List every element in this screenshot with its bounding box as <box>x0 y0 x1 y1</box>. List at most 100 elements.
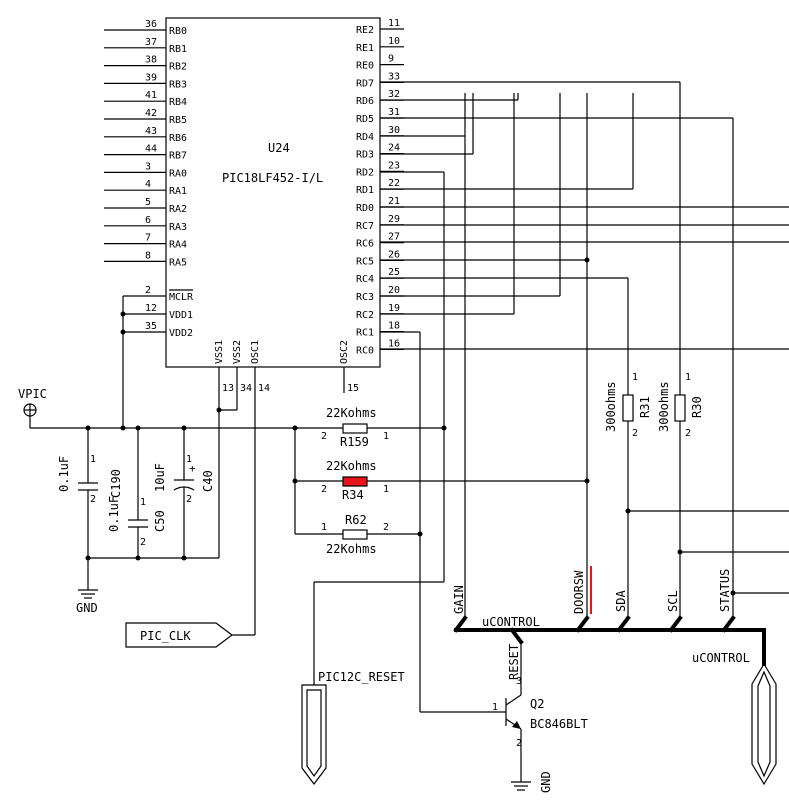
q2-pin-emitter: 2 <box>516 738 522 749</box>
r31-value: 300ohms <box>604 381 618 432</box>
c50-value: 0.1uF <box>107 496 121 532</box>
r62-pin-b: 2 <box>383 522 389 533</box>
pin-name-right: RC1 <box>356 328 374 339</box>
q2-pin-collector: 3 <box>516 676 522 687</box>
c50-pin-a: 1 <box>140 497 146 508</box>
pin-num-right: 11 <box>388 18 400 29</box>
resistor-r34: 22Kohms R34 2 1 <box>292 428 590 534</box>
pin-name-left: RB2 <box>169 62 187 73</box>
c40-ref: C40 <box>201 470 215 492</box>
pin-num-osc2: 15 <box>347 383 359 394</box>
pin-name-right: RD2 <box>356 167 374 178</box>
pin-num-right: 24 <box>388 143 400 154</box>
pin-num-vss1: 13 <box>222 383 234 394</box>
pin-name-left: RA3 <box>169 222 187 233</box>
r30-pin-a: 1 <box>685 372 691 383</box>
pin-name-right: RE1 <box>356 43 374 54</box>
pic12c-reset-port: PIC12C_RESET <box>301 670 405 785</box>
pin-name-left: RB6 <box>169 133 187 144</box>
signal-status: STATUS <box>718 569 732 612</box>
pin-name-left: RA2 <box>169 204 187 215</box>
pin-num-left: 39 <box>145 72 157 83</box>
pin-num-left: 5 <box>145 197 151 208</box>
ground-net: GND <box>76 555 219 615</box>
pin-num-left: 6 <box>145 215 151 226</box>
c190-ref: C190 <box>109 469 123 498</box>
signal-gain: GAIN <box>452 585 466 614</box>
pin-name-right: RD7 <box>356 78 374 89</box>
signal-doorsw: DOORSW <box>572 570 586 614</box>
pin-num-right: 29 <box>388 214 400 225</box>
pin-num-right: 32 <box>388 89 400 100</box>
ucontrol-bus: uCONTROL GAIN DOORSW SDA SCL STATUS RESE… <box>452 566 766 680</box>
r30-pin-b: 2 <box>685 428 691 439</box>
pin-name-left: RB7 <box>169 151 187 162</box>
c190-pin-b: 2 <box>90 494 96 505</box>
pin-num-right: 33 <box>388 71 400 82</box>
q2-pin-base: 1 <box>492 702 498 713</box>
pin-name-right: RD6 <box>356 96 374 107</box>
r31-pin-b: 2 <box>632 428 638 439</box>
pin-name-right: RC7 <box>356 221 374 232</box>
pin-name-left: RB5 <box>169 115 187 126</box>
pin-num-left: 3 <box>145 161 151 172</box>
resistor-r62: R62 22Kohms 1 2 <box>295 513 423 556</box>
transistor-q2: 1 3 2 Q2 BC846BLT GND <box>492 642 588 793</box>
pic-clk-label: PIC_CLK <box>140 629 191 643</box>
pin-num-right: 20 <box>388 285 400 296</box>
pin-name-left: RA5 <box>169 257 187 268</box>
bottom-pins: 13 34 14 15 VSS1 VSS2 OSC1 OSC2 <box>214 340 359 635</box>
pin-name-vss2: VSS2 <box>232 340 243 364</box>
pin-name-left: RB0 <box>169 26 187 37</box>
capacitor-c40: + 1 2 10uF C40 <box>153 428 215 558</box>
pin-num-right: 31 <box>388 107 400 118</box>
r30-value: 300ohms <box>657 381 671 432</box>
right-routing <box>380 81 789 618</box>
vpic-label: VPIC <box>18 387 47 401</box>
r159-ref: R159 <box>340 435 369 449</box>
resistor-r31: 1 2 300ohms R31 <box>604 372 652 439</box>
pin-name-osc1: OSC1 <box>250 340 261 364</box>
r34-ref: R34 <box>342 488 364 502</box>
r34-value: 22Kohms <box>326 459 377 473</box>
r30-ref: R30 <box>690 396 704 418</box>
capacitor-c190: 1 2 0.1uF C190 <box>57 428 123 590</box>
pin-num-left: 36 <box>145 19 157 30</box>
signal-reset: RESET <box>507 644 521 680</box>
r34-pin-a: 2 <box>321 484 327 495</box>
c40-pin-b: 2 <box>186 494 192 505</box>
capacitor-c50: 1 2 0.1uF C50 <box>107 428 167 558</box>
left-pins: 36RB037RB138RB239RB341RB442RB543RB644RB7… <box>104 19 187 268</box>
pin-name-right: RD0 <box>356 203 374 214</box>
pin-name-power: MCLR <box>169 292 194 303</box>
pin-num-right: 22 <box>388 178 400 189</box>
pin-num-left: 43 <box>145 126 157 137</box>
pin-num-osc1: 14 <box>258 383 270 394</box>
pin-name-power: VDD1 <box>169 310 193 321</box>
pin-num-vss2: 34 <box>240 383 252 394</box>
right-pins: 11RE210RE19RE033RD732RD631RD530RD424RD32… <box>356 18 404 356</box>
rc1-net <box>380 331 506 713</box>
pin-name-right: RC2 <box>356 310 374 321</box>
pin-num-right: 25 <box>388 267 400 278</box>
q2-ref: Q2 <box>530 697 544 711</box>
resistor-r30: 1 2 300ohms R30 <box>657 372 704 439</box>
pin-name-left: RB1 <box>169 44 187 55</box>
r62-pin-a: 1 <box>321 522 327 533</box>
pin-name-osc2: OSC2 <box>339 340 350 364</box>
rd2-net <box>313 171 447 685</box>
r34-pin-b: 1 <box>383 484 389 495</box>
pin-name-right: RD4 <box>356 132 374 143</box>
pin-name-left: RB4 <box>169 97 187 108</box>
gnd-label-left: GND <box>76 601 98 615</box>
c40-polarity: + <box>189 462 196 475</box>
c190-pin-a: 1 <box>90 454 96 465</box>
pin-name-right: RD1 <box>356 185 374 196</box>
pic12c-reset-label: PIC12C_RESET <box>318 670 405 684</box>
pin-num-left: 8 <box>145 250 151 261</box>
c50-pin-b: 2 <box>140 537 146 548</box>
pin-name-right: RE2 <box>356 25 374 36</box>
pin-num-left: 42 <box>145 108 157 119</box>
